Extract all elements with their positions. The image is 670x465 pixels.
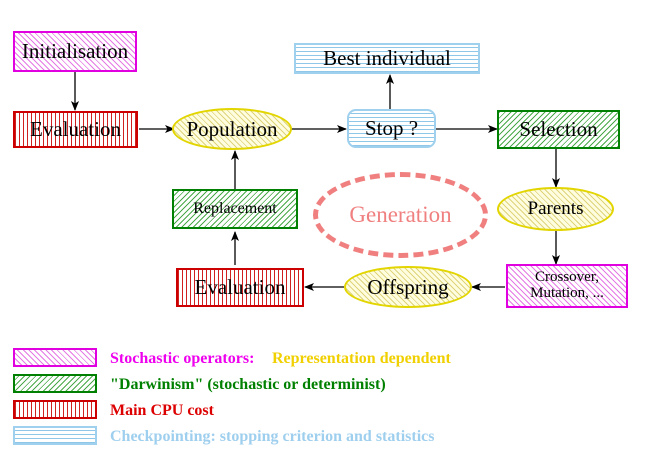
node-offspring-label: Offspring	[367, 274, 449, 299]
legend-label-checkpointing: Checkpointing: stopping criterion and st…	[110, 428, 435, 445]
legend-swatch-red	[13, 400, 97, 419]
node-generation: Generation	[313, 172, 488, 258]
node-generation-label: Generation	[349, 202, 452, 227]
node-selection-label: Selection	[519, 117, 598, 142]
node-parents-label: Parents	[527, 198, 584, 220]
node-population[interactable]: Population	[172, 108, 292, 150]
node-evaluation-bottom-label: Evaluation	[194, 275, 286, 300]
node-best-individual-label: Best individual	[323, 46, 451, 71]
legend-row-darwinism	[13, 374, 97, 393]
node-crossover-line2: Mutation, ...	[530, 285, 604, 301]
legend-label-stochastic-secondary: Representation dependent	[272, 350, 451, 367]
legend-row-cpu	[13, 400, 97, 419]
legend-swatch-magenta	[13, 348, 97, 367]
node-selection[interactable]: Selection	[497, 110, 620, 149]
node-evaluation-bottom[interactable]: Evaluation	[176, 268, 304, 307]
node-evaluation-top-label: Evaluation	[30, 117, 121, 142]
legend-label-darwinism: "Darwinism" (stochastic or determinist)	[110, 376, 386, 393]
legend-row-checkpointing	[13, 426, 97, 445]
node-parents[interactable]: Parents	[497, 187, 614, 231]
node-replacement-label: Replacement	[193, 199, 277, 217]
node-best-individual[interactable]: Best individual	[294, 43, 480, 74]
legend-label-cpu: Main CPU cost	[110, 402, 214, 419]
node-crossover-mutation[interactable]: Crossover, Mutation, ...	[506, 264, 628, 308]
legend-row-stochastic	[13, 348, 97, 367]
node-offspring[interactable]: Offspring	[344, 266, 472, 308]
node-initialisation-label: Initialisation	[21, 39, 129, 64]
node-evaluation-top[interactable]: Evaluation	[13, 111, 138, 148]
node-stop-label: Stop ?	[364, 116, 419, 141]
legend-label-stochastic-primary: Stochastic operators:	[110, 350, 255, 367]
node-stop[interactable]: Stop ?	[347, 109, 436, 148]
node-crossover-line1: Crossover,	[535, 269, 599, 286]
node-population-label: Population	[186, 116, 278, 141]
node-replacement[interactable]: Replacement	[172, 189, 298, 229]
legend-swatch-green	[13, 374, 97, 393]
node-initialisation[interactable]: Initialisation	[13, 31, 137, 72]
legend-swatch-blue	[13, 426, 97, 445]
